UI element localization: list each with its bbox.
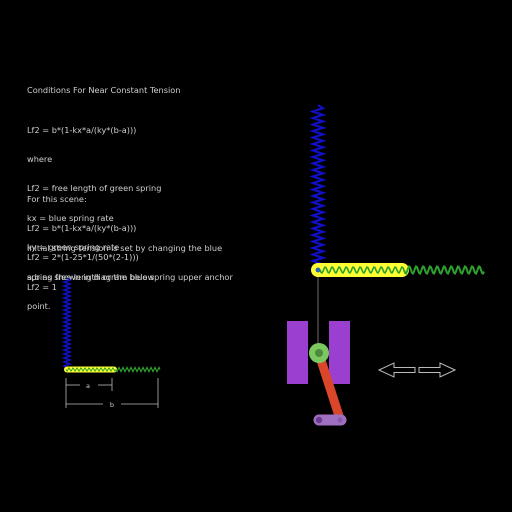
crank-pivot-right <box>337 417 343 423</box>
note-line: point. <box>27 301 51 312</box>
mechanism <box>287 104 485 426</box>
formula-line: a,b as shown in diagram below <box>27 271 155 282</box>
note-block: Initial string tension is set by changin… <box>27 224 287 332</box>
title-text: Conditions For Near Constant Tension <box>27 85 181 95</box>
reference-green-spring-on-bar <box>65 366 117 373</box>
scene-block: For this scene: Lf2 = b*(1-kx*a/(ky*(b-a… <box>27 175 287 312</box>
dimension-a-label: a <box>86 382 90 390</box>
dimension-b-label: b <box>110 401 114 409</box>
formula-line: Lf2 = free length of green spring <box>27 183 162 194</box>
scene-line: For this scene: <box>27 193 87 204</box>
scene-line: Lf2 = 1 <box>27 281 57 292</box>
formula-line: Lf2 = b*(1-kx*a/(ky*(b-a))) <box>27 124 137 135</box>
formula-block: Lf2 = b*(1-kx*a/(ky*(b-a))) where Lf2 = … <box>27 106 287 302</box>
blue-spring[interactable] <box>309 104 327 270</box>
note-line: Initial string tension is set by changin… <box>27 242 223 253</box>
crank-pivot-left <box>315 416 323 424</box>
note-line: spring free length or the blue spring up… <box>27 271 233 282</box>
formula-line: where <box>27 153 53 164</box>
dimension-lines <box>65 378 159 408</box>
formula-line: kx = blue spring rate <box>27 212 114 223</box>
slider-pivot-center <box>315 349 323 357</box>
scene-line: Lf2 = 2*(1-25*1/(50*(2-1))) <box>27 252 139 263</box>
reference-green-spring <box>115 366 161 373</box>
left-guide-block <box>287 321 308 384</box>
connecting-rod[interactable] <box>314 349 345 424</box>
green-spring[interactable] <box>403 265 485 275</box>
reference-diagram: a b <box>61 277 161 409</box>
right-guide-block <box>329 321 350 384</box>
green-spring-on-bar <box>319 266 405 274</box>
move-arrow-icon[interactable] <box>377 362 457 378</box>
scene-line: Lf2 = b*(1-kx*a/(ky*(b-a))) <box>27 222 137 233</box>
formula-line: ky = green spring rate <box>27 242 120 253</box>
reference-blue-spring <box>61 277 73 369</box>
bar-pivot <box>315 267 321 273</box>
